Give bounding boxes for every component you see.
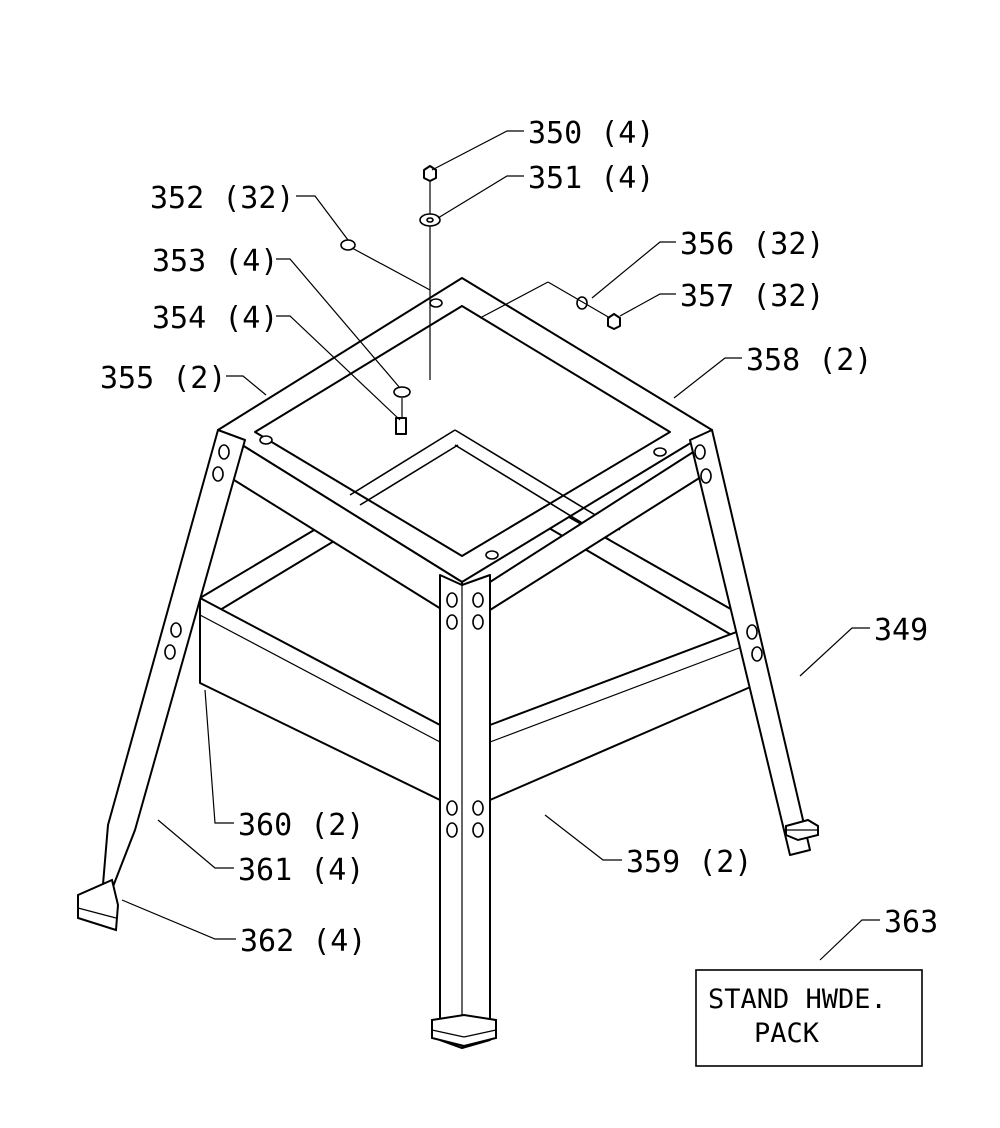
callout-354: 354 (4): [152, 301, 278, 336]
callout-361: 361 (4): [238, 853, 364, 888]
callout-labels: 350 (4) 351 (4) 352 (32) 353 (4) 354 (4)…: [100, 116, 938, 959]
top-frame: [217, 277, 713, 623]
callout-362: 362 (4): [240, 924, 366, 959]
hardware-pack-line2: PACK: [754, 1018, 820, 1049]
callout-350: 350 (4): [528, 116, 654, 151]
callout-363: 363: [884, 905, 938, 940]
callout-352: 352 (32): [150, 181, 295, 216]
right-leg: [689, 429, 811, 856]
leader-lines: [121, 130, 880, 961]
leg-feet: [77, 818, 819, 1048]
callout-356: 356 (32): [680, 227, 825, 262]
front-leg: [439, 574, 491, 1049]
callout-357: 357 (32): [680, 279, 825, 314]
callout-359: 359 (2): [626, 845, 752, 880]
callout-355: 355 (2): [100, 361, 226, 396]
hardware-pack-line1: STAND HWDE.: [708, 984, 887, 1015]
callout-351: 351 (4): [528, 161, 654, 196]
hardware: [340, 165, 621, 435]
hardware-pack-box: STAND HWDE. PACK: [695, 969, 923, 1067]
callout-349: 349: [874, 613, 928, 648]
callout-360: 360 (2): [238, 808, 364, 843]
left-leg: [99, 429, 246, 921]
callout-353: 353 (4): [152, 244, 278, 279]
callout-358: 358 (2): [746, 343, 872, 378]
